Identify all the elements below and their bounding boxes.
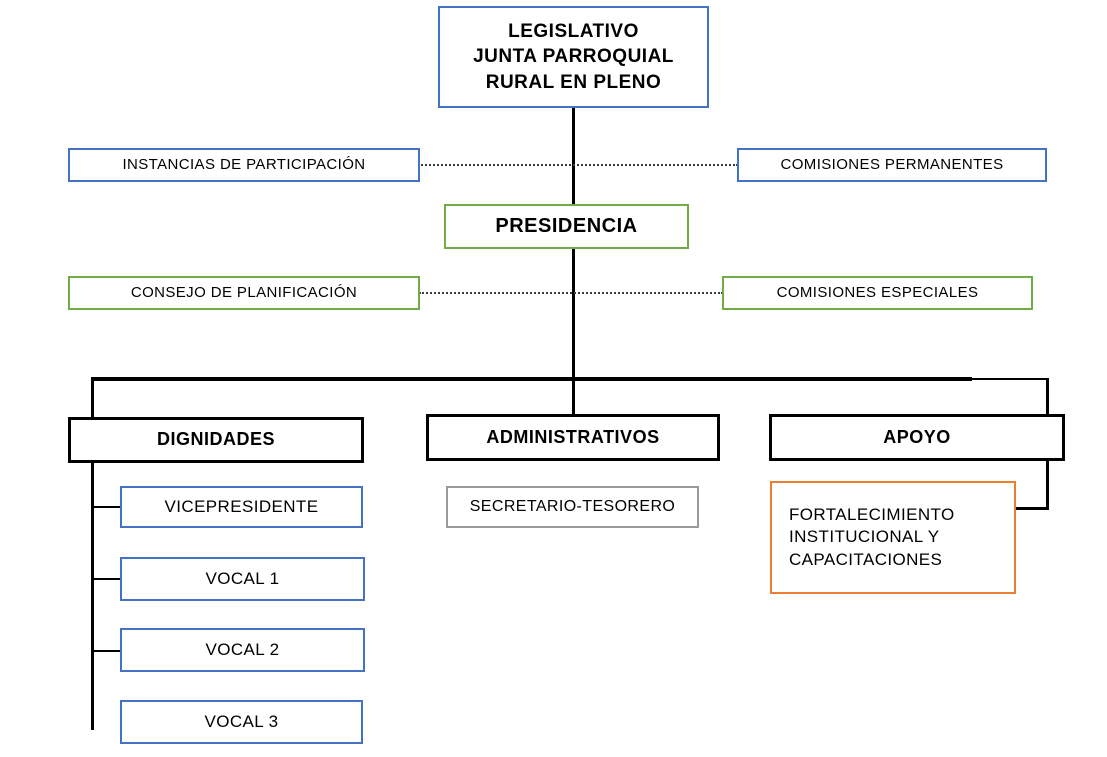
- connector-legislativo-presidencia: [572, 108, 575, 204]
- connector-presidencia-trunk: [572, 249, 575, 380]
- node-presidencia[interactable]: PRESIDENCIA: [444, 204, 689, 249]
- node-fortalecimiento-institucional[interactable]: FORTALECIMIENTO INSTITUCIONAL Y CAPACITA…: [770, 481, 1016, 594]
- node-vicepresidente[interactable]: VICEPRESIDENTE: [120, 486, 363, 528]
- node-legislativo-line3: RURAL EN PLENO: [485, 71, 662, 93]
- node-vocal-3[interactable]: VOCAL 3: [120, 700, 363, 744]
- node-vocal-1-label: VOCAL 1: [205, 568, 280, 588]
- connector-stub-vicepresidente: [94, 506, 122, 508]
- node-fortalecimiento-line3: CAPACITACIONES: [789, 549, 943, 569]
- connector-stub-vocal-2: [94, 650, 122, 652]
- node-consejo-planificacion-label: CONSEJO DE PLANIFICACIÓN: [130, 284, 358, 302]
- node-vocal-2[interactable]: VOCAL 2: [120, 628, 365, 672]
- node-administrativos[interactable]: ADMINISTRATIVOS: [426, 414, 720, 461]
- connector-drop-administrativos: [572, 377, 575, 415]
- connector-dotted-tier2: [419, 292, 723, 294]
- node-comisiones-permanentes-label: COMISIONES PERMANENTES: [780, 156, 1004, 174]
- node-secretario-tesorero-label: SECRETARIO-TESORERO: [469, 498, 676, 516]
- connector-dotted-tier1: [418, 164, 738, 166]
- connector-drop-dignidades: [91, 377, 94, 418]
- node-comisiones-especiales[interactable]: COMISIONES ESPECIALES: [722, 276, 1033, 310]
- node-legislativo[interactable]: LEGISLATIVO JUNTA PARROQUIAL RURAL EN PL…: [438, 6, 709, 108]
- connector-drop-apoyo: [1046, 378, 1049, 414]
- node-apoyo-label: APOYO: [883, 426, 951, 447]
- node-vicepresidente-label: VICEPRESIDENTE: [164, 496, 319, 516]
- connector-main-horizontal-bar-extension: [971, 378, 1049, 380]
- connector-spine-dignidades: [91, 462, 94, 730]
- node-dignidades-label: DIGNIDADES: [156, 429, 275, 450]
- node-consejo-planificacion[interactable]: CONSEJO DE PLANIFICACIÓN: [68, 276, 420, 310]
- connector-main-horizontal-bar: [91, 377, 972, 381]
- node-legislativo-line2: JUNTA PARROQUIAL: [473, 46, 674, 68]
- node-secretario-tesorero[interactable]: SECRETARIO-TESORERO: [446, 486, 699, 528]
- node-presidencia-label: PRESIDENCIA: [495, 215, 638, 238]
- node-vocal-1[interactable]: VOCAL 1: [120, 557, 365, 601]
- connector-stub-vocal-1: [94, 578, 122, 580]
- node-administrativos-label: ADMINISTRATIVOS: [486, 426, 660, 447]
- connector-apoyo-fortalecimiento-vertical: [1046, 461, 1049, 509]
- node-dignidades[interactable]: DIGNIDADES: [68, 417, 364, 463]
- node-fortalecimiento-line2: INSTITUCIONAL Y: [789, 527, 940, 547]
- node-apoyo[interactable]: APOYO: [769, 414, 1065, 461]
- node-instancias-participacion[interactable]: INSTANCIAS DE PARTICIPACIÓN: [68, 148, 420, 182]
- node-instancias-participacion-label: INSTANCIAS DE PARTICIPACIÓN: [122, 156, 366, 174]
- connector-apoyo-fortalecimiento-horizontal: [1015, 507, 1049, 510]
- node-comisiones-permanentes[interactable]: COMISIONES PERMANENTES: [737, 148, 1047, 182]
- node-legislativo-line1: LEGISLATIVO: [508, 21, 639, 43]
- node-comisiones-especiales-label: COMISIONES ESPECIALES: [776, 284, 979, 302]
- node-vocal-2-label: VOCAL 2: [205, 639, 280, 659]
- node-vocal-3-label: VOCAL 3: [204, 711, 279, 731]
- node-fortalecimiento-line1: FORTALECIMIENTO: [789, 504, 955, 524]
